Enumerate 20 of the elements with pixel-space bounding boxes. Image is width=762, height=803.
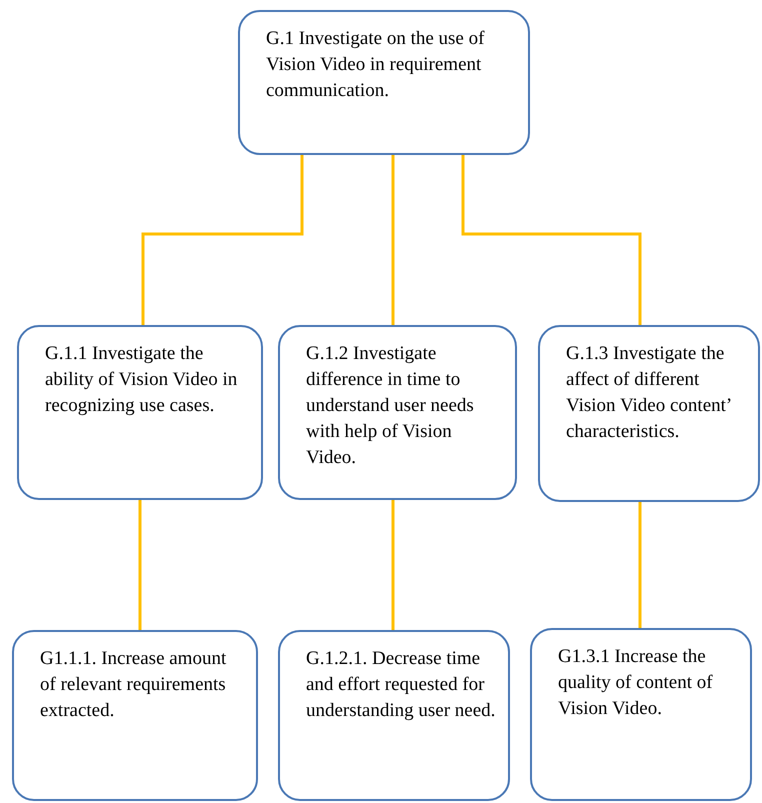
goal-box xyxy=(538,325,760,502)
goal-box xyxy=(530,628,752,801)
goal-box xyxy=(238,10,530,155)
goal-box xyxy=(278,630,510,801)
goal-text: G.1 Investigate on the use of Vision Video in requirement communication. xyxy=(266,27,486,103)
connector-line xyxy=(638,502,642,628)
goal-text: G1.1.1. Increase amount of relevant requirements extracted. xyxy=(40,647,228,723)
goal-box xyxy=(12,630,258,801)
goal-box xyxy=(17,325,263,500)
connector-line xyxy=(462,155,642,325)
goal-text: G.1.1 Investigate the ability of Vision Video in recognizing use cases. xyxy=(45,342,238,418)
connector-line xyxy=(142,155,304,325)
goal-text: G.1.3 Investigate the affect of different Vision Video content’ characteristics. xyxy=(566,342,732,444)
goal-text: G.1.2 Investigate difference in time to understand user needs with help of Vision Video. xyxy=(306,342,475,470)
connector-line xyxy=(138,500,142,630)
connector-line xyxy=(392,155,394,325)
connector-line xyxy=(392,500,394,630)
goal-text: G1.3.1 Increase the quality of content of Vision Video. xyxy=(558,645,714,721)
goal-box xyxy=(278,325,517,500)
goal-text: G.1.2.1. Decrease time and effort requested for understanding user need. xyxy=(306,647,496,723)
